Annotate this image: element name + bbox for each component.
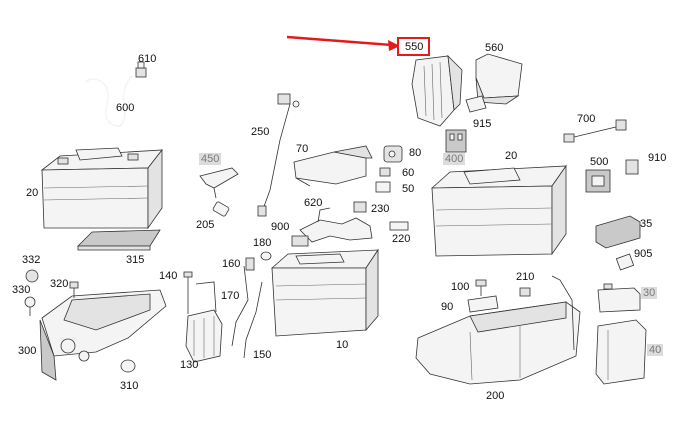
callout-80[interactable]: 80 <box>409 147 422 159</box>
callout-40[interactable]: 40 <box>647 344 664 356</box>
callout-205[interactable]: 205 <box>196 219 215 231</box>
part-330-bolt[interactable] <box>24 296 36 316</box>
callout-620[interactable]: 620 <box>304 197 323 209</box>
part-150-hose[interactable] <box>243 281 263 359</box>
part-610-nut[interactable] <box>135 61 147 78</box>
part-450-bracket[interactable] <box>199 167 239 199</box>
callout-70[interactable]: 70 <box>296 143 309 155</box>
callout-160[interactable]: 160 <box>222 258 241 270</box>
callout-60[interactable]: 60 <box>402 167 415 179</box>
callout-560[interactable]: 560 <box>485 42 504 54</box>
part-90-bracket[interactable] <box>467 295 499 313</box>
part-400-connector[interactable] <box>445 129 467 153</box>
part-700-cable[interactable] <box>563 119 627 143</box>
callout-30[interactable]: 30 <box>641 287 658 299</box>
part-905-connector[interactable] <box>615 253 635 271</box>
callout-905[interactable]: 905 <box>634 248 653 260</box>
callout-900[interactable]: 900 <box>271 221 290 233</box>
callout-130[interactable]: 130 <box>180 359 199 371</box>
callout-330[interactable]: 330 <box>12 284 31 296</box>
callout-20-left[interactable]: 20 <box>26 187 39 199</box>
part-315-base-plate[interactable] <box>77 229 161 251</box>
callout-50[interactable]: 50 <box>402 183 415 195</box>
callout-332[interactable]: 332 <box>22 254 41 266</box>
callout-500[interactable]: 500 <box>590 156 609 168</box>
callout-700[interactable]: 700 <box>577 113 596 125</box>
part-160-plug[interactable] <box>245 257 255 271</box>
callout-100[interactable]: 100 <box>451 281 470 293</box>
part-310-cap[interactable] <box>120 359 136 373</box>
part-20-battery-left[interactable] <box>40 147 163 230</box>
part-200-tray[interactable] <box>415 275 581 385</box>
part-80-clamp[interactable] <box>383 145 403 163</box>
part-205-pin[interactable] <box>212 201 230 217</box>
part-332-nut[interactable] <box>25 269 39 283</box>
callout-450[interactable]: 450 <box>199 153 222 165</box>
callout-170[interactable]: 170 <box>221 290 240 302</box>
part-100-bolt[interactable] <box>475 279 487 296</box>
callout-250[interactable]: 250 <box>251 126 270 138</box>
part-600-cable[interactable] <box>85 75 133 127</box>
callout-300[interactable]: 300 <box>18 345 37 357</box>
part-900-connector[interactable] <box>291 235 309 247</box>
callout-320[interactable]: 320 <box>50 278 69 290</box>
part-230-clip[interactable] <box>353 201 367 213</box>
callout-550[interactable]: 550 <box>397 37 431 56</box>
callout-210[interactable]: 210 <box>516 271 535 283</box>
part-910-connector[interactable] <box>625 159 639 175</box>
callout-315[interactable]: 315 <box>126 254 145 266</box>
part-60-nut[interactable] <box>379 167 391 177</box>
callout-90[interactable]: 90 <box>441 301 454 313</box>
part-500-sensor[interactable] <box>585 169 611 193</box>
part-915-plug[interactable] <box>465 95 487 113</box>
callout-150[interactable]: 150 <box>253 349 272 361</box>
callout-220[interactable]: 220 <box>392 233 411 245</box>
callout-140[interactable]: 140 <box>159 270 178 282</box>
part-20-battery-right[interactable] <box>430 164 567 257</box>
callout-600[interactable]: 600 <box>116 102 135 114</box>
part-250-cable[interactable] <box>257 93 300 217</box>
part-300-tray[interactable] <box>39 289 167 381</box>
callout-10[interactable]: 10 <box>336 339 349 351</box>
part-10-battery-center[interactable] <box>270 248 379 337</box>
part-40-box[interactable] <box>595 319 647 385</box>
part-35-pad[interactable] <box>595 215 641 249</box>
part-30-battery-aux[interactable] <box>597 283 641 313</box>
part-620-harness[interactable] <box>299 207 373 243</box>
part-550-module[interactable] <box>411 54 463 127</box>
part-50-terminal[interactable] <box>375 181 391 193</box>
callout-180[interactable]: 180 <box>253 237 272 249</box>
callout-310[interactable]: 310 <box>120 380 139 392</box>
callout-20-right[interactable]: 20 <box>505 150 518 162</box>
part-220-clip[interactable] <box>389 221 409 231</box>
highlight-arrow <box>286 35 400 51</box>
part-70-cover[interactable] <box>293 145 373 187</box>
part-140-bolt[interactable] <box>183 271 193 314</box>
callout-610[interactable]: 610 <box>138 53 157 65</box>
callout-915[interactable]: 915 <box>473 118 492 130</box>
part-130-holder[interactable] <box>185 281 223 363</box>
part-320-bolt[interactable] <box>69 281 79 298</box>
callout-35[interactable]: 35 <box>640 218 653 230</box>
callout-230[interactable]: 230 <box>371 203 390 215</box>
part-170-hose[interactable] <box>231 265 249 347</box>
callout-200[interactable]: 200 <box>486 390 505 402</box>
callout-910[interactable]: 910 <box>648 152 667 164</box>
callout-400[interactable]: 400 <box>443 153 466 165</box>
part-210-bolt[interactable] <box>519 287 531 297</box>
part-180-cap[interactable] <box>260 251 272 261</box>
part-560-control-unit[interactable] <box>475 53 523 105</box>
